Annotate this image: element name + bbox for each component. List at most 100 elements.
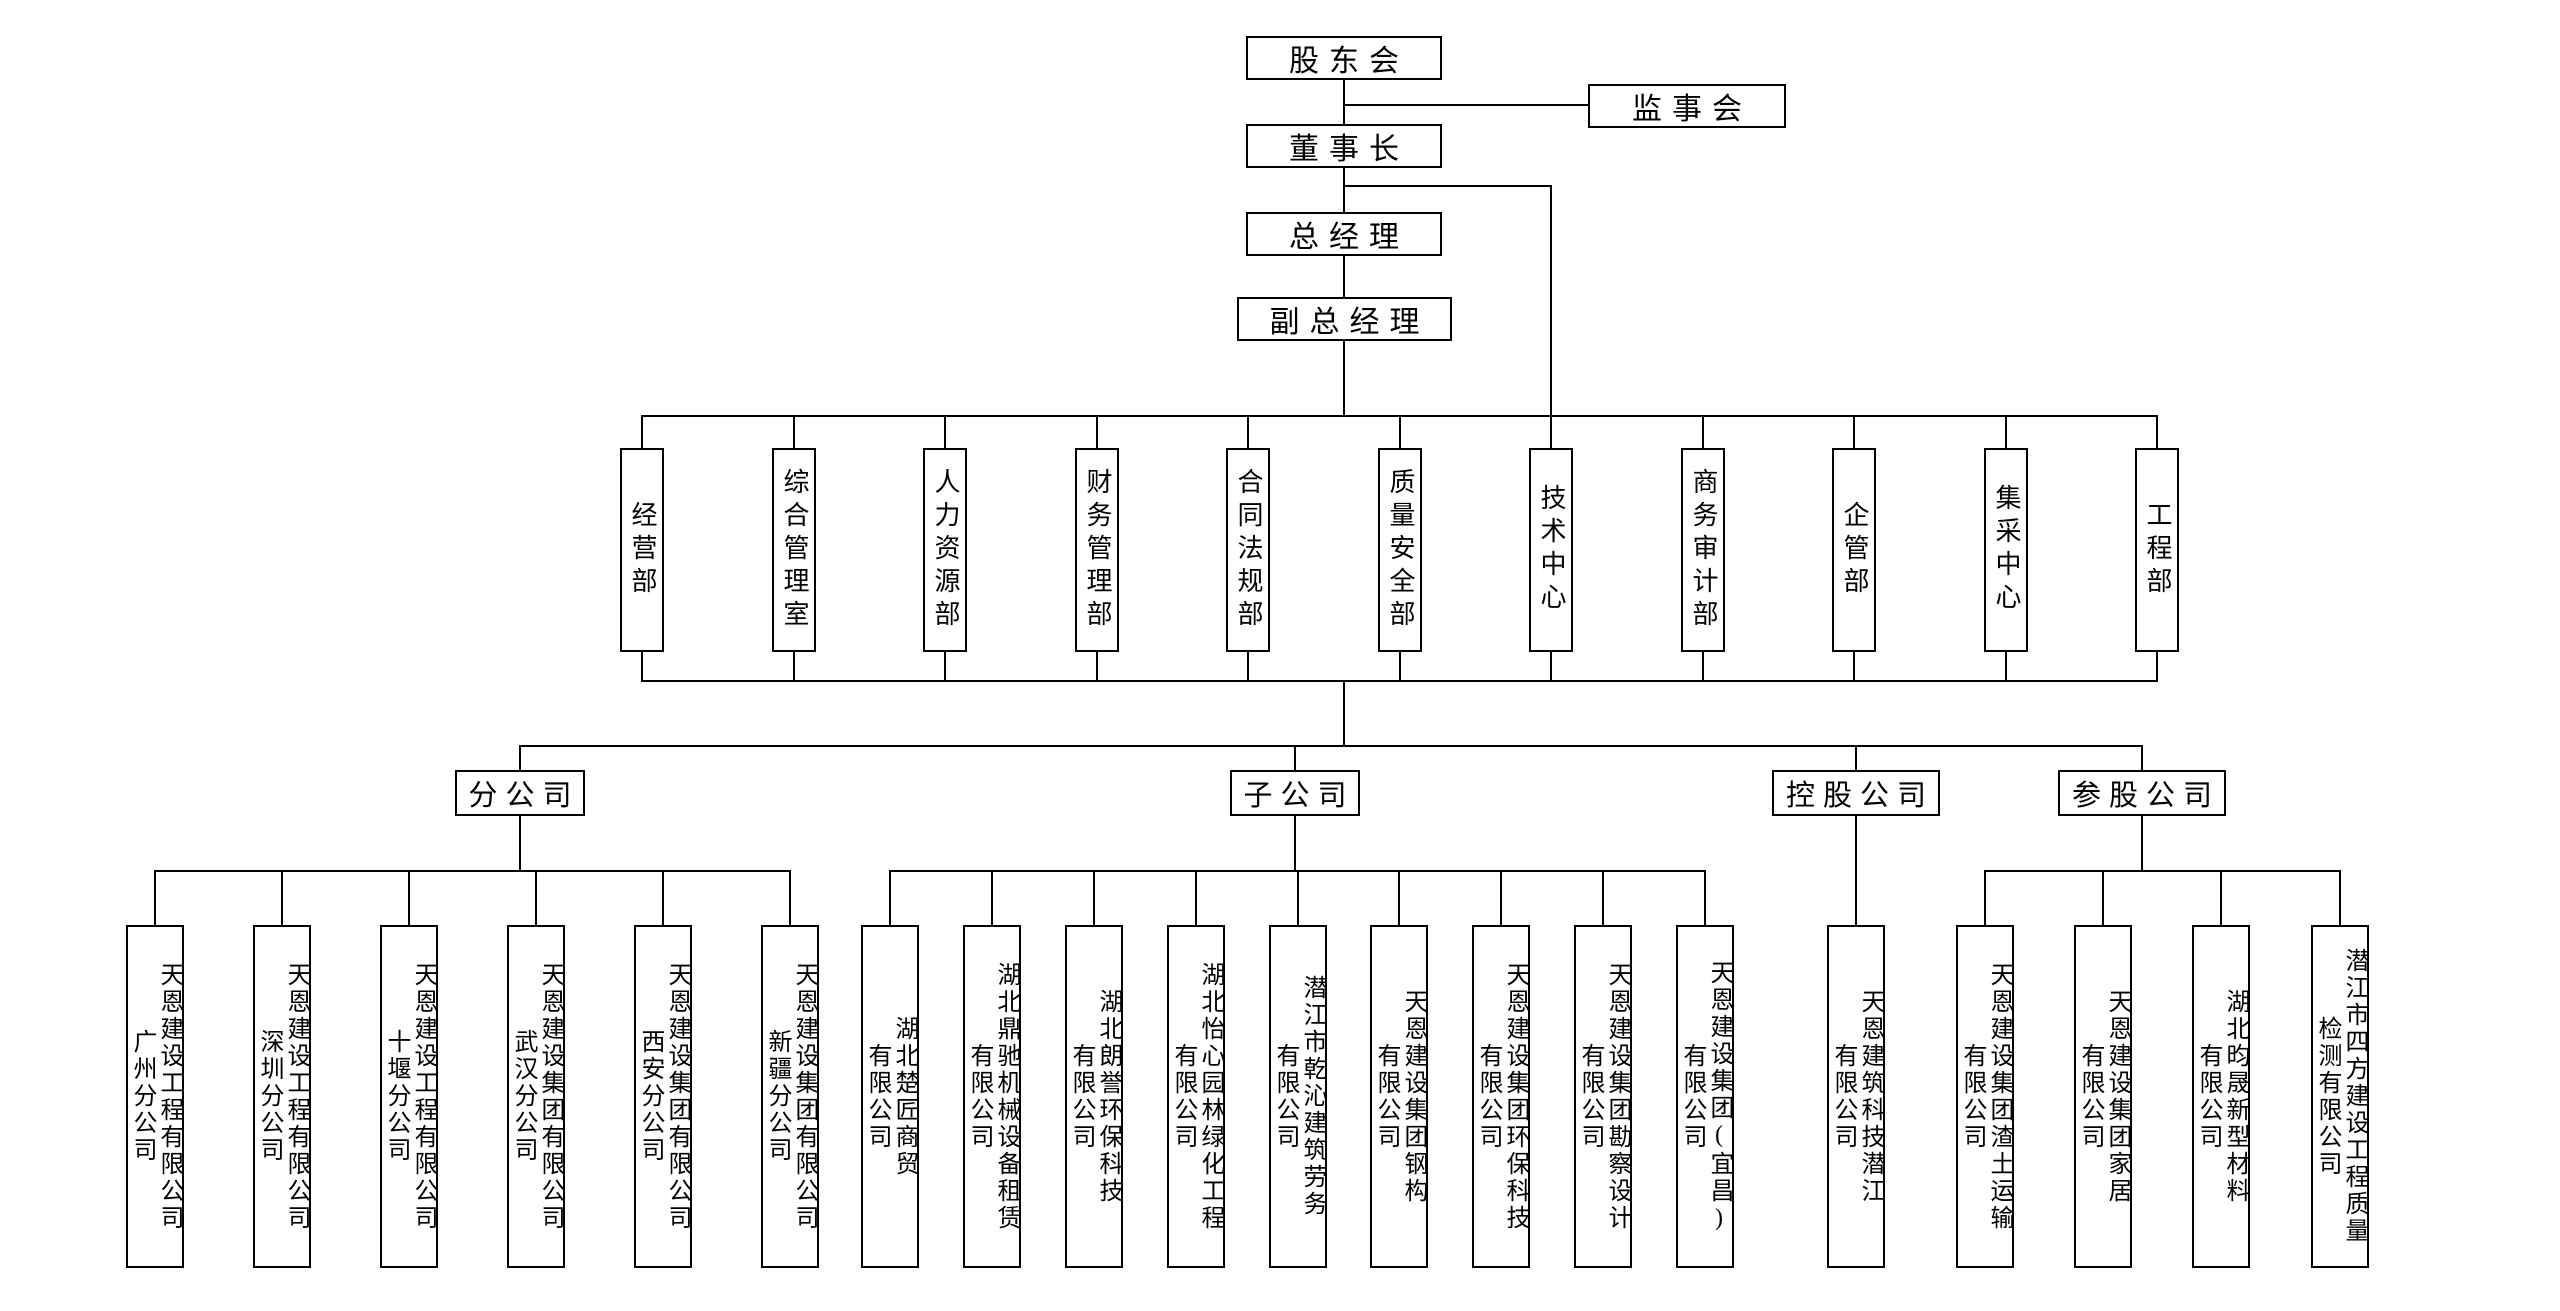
company-box: 天恩建设工程有限公司 广州分公司 — [126, 925, 184, 1268]
company-box: 天恩建设集团有限公司 新疆分公司 — [761, 925, 819, 1268]
connector-line — [154, 870, 791, 872]
connector-line — [519, 745, 2143, 747]
connector-line — [1398, 870, 1400, 925]
category-subsidiaries-box: 子公司 — [1230, 770, 1360, 816]
connector-line — [2102, 870, 2104, 925]
connector-line — [2005, 415, 2007, 448]
connector-line — [1550, 415, 1552, 448]
company-box: 潜江市四方建设工程质量 检测有限公司 — [2311, 925, 2369, 1268]
connector-line — [1093, 870, 1095, 925]
department-box: 质量安全部 — [1378, 448, 1422, 652]
connector-line — [1195, 870, 1197, 925]
connector-line — [944, 652, 946, 680]
connector-line — [2005, 652, 2007, 680]
connector-line — [1343, 168, 1345, 212]
connector-line — [789, 870, 791, 925]
connector-line — [1702, 415, 1704, 448]
department-box: 企管部 — [1832, 448, 1876, 652]
connector-line — [1984, 870, 2341, 872]
connector-line — [1855, 745, 1857, 770]
connector-line — [1343, 256, 1345, 297]
department-box: 人力资源部 — [923, 448, 967, 652]
connector-line — [1855, 816, 1857, 925]
company-box: 天恩建筑科技潜江 有限公司 — [1827, 925, 1885, 1268]
company-box: 湖北昀晟新型材料 有限公司 — [2192, 925, 2250, 1268]
company-box: 天恩建设集团有限公司 武汉分公司 — [507, 925, 565, 1268]
department-box: 合同法规部 — [1226, 448, 1270, 652]
connector-line — [641, 415, 643, 448]
connector-line — [1853, 415, 1855, 448]
connector-line — [1294, 745, 1296, 770]
connector-line — [535, 870, 537, 925]
company-box: 潜江市乾沁建筑劳务 有限公司 — [1269, 925, 1327, 1268]
chairman-box: 董事长 — [1246, 124, 1442, 168]
connector-line — [281, 870, 283, 925]
department-box: 综合管理室 — [772, 448, 816, 652]
company-box: 天恩建设集团家居 有限公司 — [2074, 925, 2132, 1268]
connector-line — [519, 745, 521, 770]
connector-line — [408, 870, 410, 925]
company-box: 湖北朗誉环保科技 有限公司 — [1065, 925, 1123, 1268]
department-box: 经营部 — [620, 448, 664, 652]
company-box: 天恩建设集团(宜昌) 有限公司 — [1676, 925, 1734, 1268]
company-box: 天恩建设工程有限公司 十堰分公司 — [380, 925, 438, 1268]
connector-line — [641, 652, 643, 680]
connector-line — [519, 816, 521, 870]
connector-line — [1247, 652, 1249, 680]
department-box: 工程部 — [2135, 448, 2179, 652]
connector-line — [2141, 816, 2143, 870]
connector-line — [2141, 745, 2143, 770]
connector-line — [793, 652, 795, 680]
deputy-general-manager-box: 副总经理 — [1237, 297, 1452, 341]
connector-line — [1294, 816, 1296, 870]
connector-line — [1399, 652, 1401, 680]
department-box: 商务审计部 — [1681, 448, 1725, 652]
company-box: 天恩建设集团有限公司 西安分公司 — [634, 925, 692, 1268]
board-of-supervisors-box: 监事会 — [1588, 84, 1786, 128]
general-manager-box: 总经理 — [1246, 212, 1442, 256]
connector-line — [1853, 652, 1855, 680]
connector-line — [1702, 652, 1704, 680]
connector-line — [1984, 870, 1986, 925]
department-box: 技术中心 — [1529, 448, 1573, 652]
connector-line — [1096, 415, 1098, 448]
connector-line — [944, 415, 946, 448]
connector-line — [1550, 185, 1552, 448]
connector-line — [1704, 870, 1706, 925]
connector-line — [1343, 680, 1345, 745]
connector-line — [2156, 415, 2158, 448]
connector-line — [991, 870, 993, 925]
category-branch-companies-box: 分公司 — [455, 770, 585, 816]
category-equity-companies-box: 参股公司 — [2058, 770, 2226, 816]
connector-line — [2220, 870, 2222, 925]
connector-line — [2156, 652, 2158, 680]
connector-line — [1297, 870, 1299, 925]
company-box: 天恩建设集团钢构 有限公司 — [1370, 925, 1428, 1268]
company-box: 天恩建设集团环保科技 有限公司 — [1472, 925, 1530, 1268]
connector-line — [1602, 870, 1604, 925]
company-box: 湖北鼎驰机械设备租赁 有限公司 — [963, 925, 1021, 1268]
company-box: 天恩建设集团勘察设计 有限公司 — [1574, 925, 1632, 1268]
connector-line — [1343, 185, 1551, 187]
connector-line — [1399, 415, 1401, 448]
company-box: 天恩建设集团渣土运输 有限公司 — [1956, 925, 2014, 1268]
connector-line — [793, 415, 795, 448]
department-box: 集采中心 — [1984, 448, 2028, 652]
connector-line — [889, 870, 891, 925]
connector-line — [1096, 652, 1098, 680]
department-box: 财务管理部 — [1075, 448, 1119, 652]
company-box: 湖北怡心园林绿化工程 有限公司 — [1167, 925, 1225, 1268]
connector-line — [154, 870, 156, 925]
connector-line — [1343, 341, 1345, 415]
connector-line — [1247, 415, 1249, 448]
category-holding-companies-box: 控股公司 — [1772, 770, 1940, 816]
connector-line — [2339, 870, 2341, 925]
shareholders-meeting-box: 股东会 — [1246, 36, 1442, 80]
connector-line — [662, 870, 664, 925]
connector-line — [1343, 80, 1345, 124]
company-box: 湖北楚匠商贸 有限公司 — [861, 925, 919, 1268]
connector-line — [1550, 652, 1552, 680]
connector-line — [641, 680, 2158, 682]
company-box: 天恩建设工程有限公司 深圳分公司 — [253, 925, 311, 1268]
